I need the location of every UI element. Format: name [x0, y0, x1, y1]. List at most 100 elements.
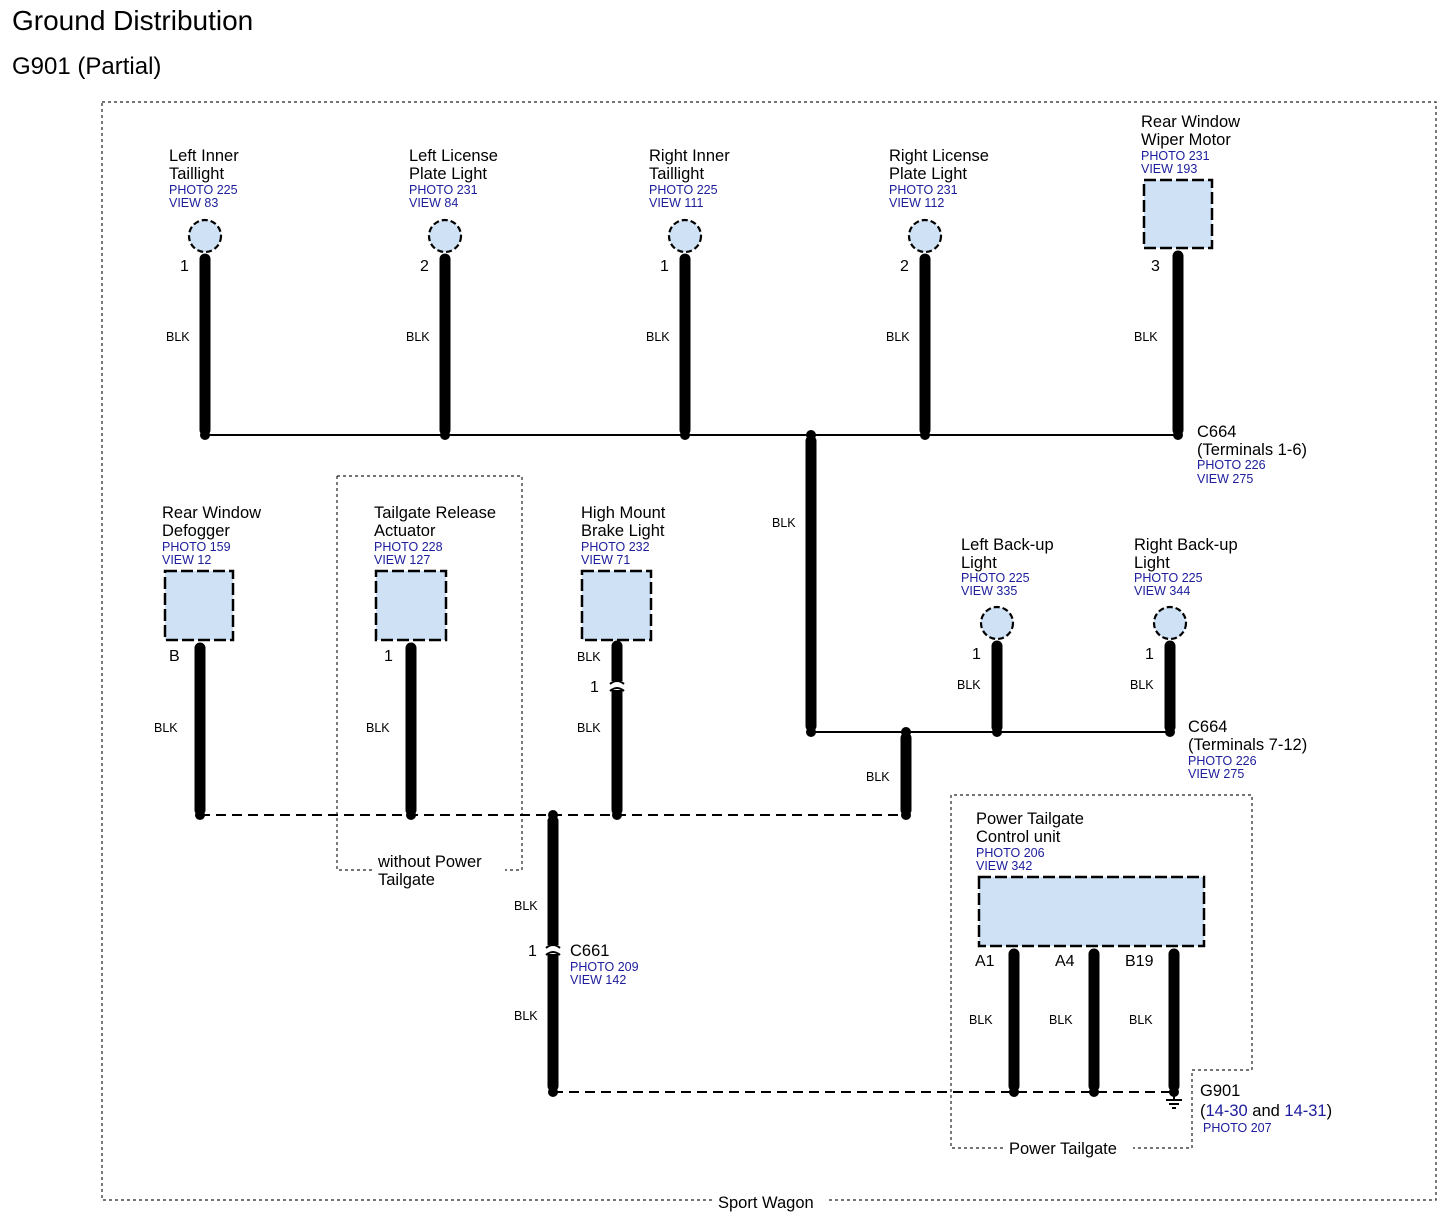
ground-name: G901: [1200, 1082, 1240, 1100]
component-box-icon: [1142, 178, 1214, 250]
inline-connector-icon: [545, 944, 561, 956]
wire-color-label: BLK: [1130, 678, 1154, 692]
view-link[interactable]: VIEW 142: [570, 973, 626, 987]
component-left-inner-taillight: Left Inner Taillight PHOTO 225 VIEW 83 1…: [166, 147, 239, 440]
photo-link[interactable]: PHOTO 231: [889, 183, 958, 197]
wire-color-label: BLK: [577, 650, 601, 664]
component-tailgate-release-actuator: Tailgate Release Actuator PHOTO 228 VIEW…: [366, 504, 496, 820]
view-link[interactable]: VIEW 335: [961, 584, 1017, 598]
photo-link[interactable]: PHOTO 228: [374, 540, 443, 554]
ground-point-g901: G901 (14-30 and 14-31) PHOTO 207: [1166, 1082, 1332, 1135]
photo-link[interactable]: PHOTO 226: [1188, 754, 1257, 768]
pin-number: 1: [180, 258, 189, 275]
photo-link[interactable]: PHOTO 231: [1141, 149, 1210, 163]
component-name: Right License: [889, 147, 989, 165]
component-name: Control unit: [976, 828, 1061, 846]
splice-node: [200, 430, 210, 440]
view-link[interactable]: VIEW 84: [409, 196, 458, 210]
pin-number: B: [169, 648, 180, 665]
component-name: Right Back-up: [1134, 536, 1238, 554]
view-link[interactable]: VIEW 112: [889, 196, 944, 210]
splice-node: [548, 1087, 558, 1097]
connector-c664-lower: C664 (Terminals 7-12) PHOTO 226 VIEW 275: [1188, 718, 1307, 781]
reference-bracket: (: [1200, 1102, 1206, 1120]
pin-number: 3: [1151, 258, 1160, 275]
wire-color-label: BLK: [1129, 1013, 1153, 1027]
wire-color-label: BLK: [886, 330, 910, 344]
bulb-icon: [187, 218, 223, 254]
connector-terminals: (Terminals 1-6): [1197, 441, 1307, 459]
page-ref-link[interactable]: 14-30: [1206, 1102, 1248, 1120]
view-link[interactable]: VIEW 127: [374, 553, 430, 567]
wire-color-label: BLK: [646, 330, 670, 344]
splice-node: [680, 430, 690, 440]
inline-connector-gap: [545, 945, 561, 954]
component-box-icon: [374, 569, 448, 642]
component-rear-window-defogger: Rear Window Defogger PHOTO 159 VIEW 12 B…: [154, 504, 261, 820]
photo-link[interactable]: PHOTO 225: [961, 571, 1030, 585]
splice-node: [920, 430, 930, 440]
view-link[interactable]: VIEW 111: [649, 196, 703, 210]
photo-link[interactable]: PHOTO 206: [976, 846, 1045, 860]
splice-node: [992, 727, 1002, 737]
view-link[interactable]: VIEW 342: [976, 859, 1032, 873]
photo-link[interactable]: PHOTO 225: [169, 183, 238, 197]
component-name: Light: [961, 554, 997, 572]
page-title: Ground Distribution: [12, 5, 253, 36]
splice-node: [806, 430, 816, 440]
view-link[interactable]: VIEW 193: [1141, 162, 1197, 176]
view-link[interactable]: VIEW 275: [1188, 767, 1244, 781]
component-rear-window-wiper-motor: Rear Window Wiper Motor PHOTO 231 VIEW 1…: [1134, 113, 1240, 440]
splice-node: [901, 727, 911, 737]
splice-node: [901, 810, 911, 820]
view-link[interactable]: VIEW 83: [169, 196, 218, 210]
page-ref-link[interactable]: 14-31: [1284, 1102, 1326, 1120]
frame-label: Sport Wagon: [718, 1194, 814, 1212]
view-link[interactable]: VIEW 12: [162, 553, 211, 567]
photo-link[interactable]: PHOTO 231: [409, 183, 478, 197]
photo-link[interactable]: PHOTO 159: [162, 540, 231, 554]
photo-link[interactable]: PHOTO 232: [581, 540, 650, 554]
variant-label: without Power: [377, 853, 482, 871]
view-link[interactable]: VIEW 275: [1197, 472, 1253, 486]
variant-label: Power Tailgate: [1009, 1140, 1117, 1158]
splice-node: [1173, 430, 1183, 440]
connector-c661: 1 C661 PHOTO 209 VIEW 142 BLK BLK: [514, 810, 639, 1097]
splice-node: [612, 810, 622, 820]
component-box-icon: [163, 569, 235, 642]
pin-number: 2: [900, 258, 909, 275]
component-box-icon: [580, 569, 653, 642]
component-right-backup-light: Right Back-up Light PHOTO 225 VIEW 344 1…: [1130, 536, 1238, 737]
component-name: Taillight: [169, 165, 224, 183]
photo-link[interactable]: PHOTO 226: [1197, 458, 1266, 472]
component-name: Light: [1134, 554, 1170, 572]
page-subtitle: G901 (Partial): [12, 53, 161, 80]
lower-link-wire: BLK: [866, 727, 912, 820]
component-name: Wiper Motor: [1141, 131, 1231, 149]
wire-color-label: BLK: [154, 721, 178, 735]
component-name: Tailgate Release: [374, 504, 496, 522]
splice-node: [1009, 1087, 1019, 1097]
splice-node: [1165, 727, 1175, 737]
reference-joiner: and: [1248, 1102, 1285, 1120]
photo-link[interactable]: PHOTO 225: [649, 183, 718, 197]
view-link[interactable]: VIEW 344: [1134, 584, 1190, 598]
photo-link[interactable]: PHOTO 209: [570, 960, 639, 974]
wire-color-label: BLK: [406, 330, 430, 344]
wire-color-label: BLK: [1049, 1013, 1073, 1027]
ground-icon: [1166, 1096, 1182, 1109]
view-link[interactable]: VIEW 71: [581, 553, 630, 567]
component-name: Left License: [409, 147, 498, 165]
inline-connector-gap: [609, 681, 625, 690]
pin-number: 1: [1145, 646, 1154, 663]
connector-name: C664: [1188, 718, 1227, 736]
wire-color-label: BLK: [366, 721, 390, 735]
pin-number: 1: [660, 258, 669, 275]
photo-link[interactable]: PHOTO 207: [1203, 1121, 1272, 1135]
component-name: Rear Window: [1141, 113, 1240, 131]
pin-number: 1: [972, 646, 981, 663]
photo-link[interactable]: PHOTO 225: [1134, 571, 1203, 585]
component-name: Rear Window: [162, 504, 261, 522]
component-name: Left Inner: [169, 147, 239, 165]
component-box-icon: [977, 875, 1206, 948]
